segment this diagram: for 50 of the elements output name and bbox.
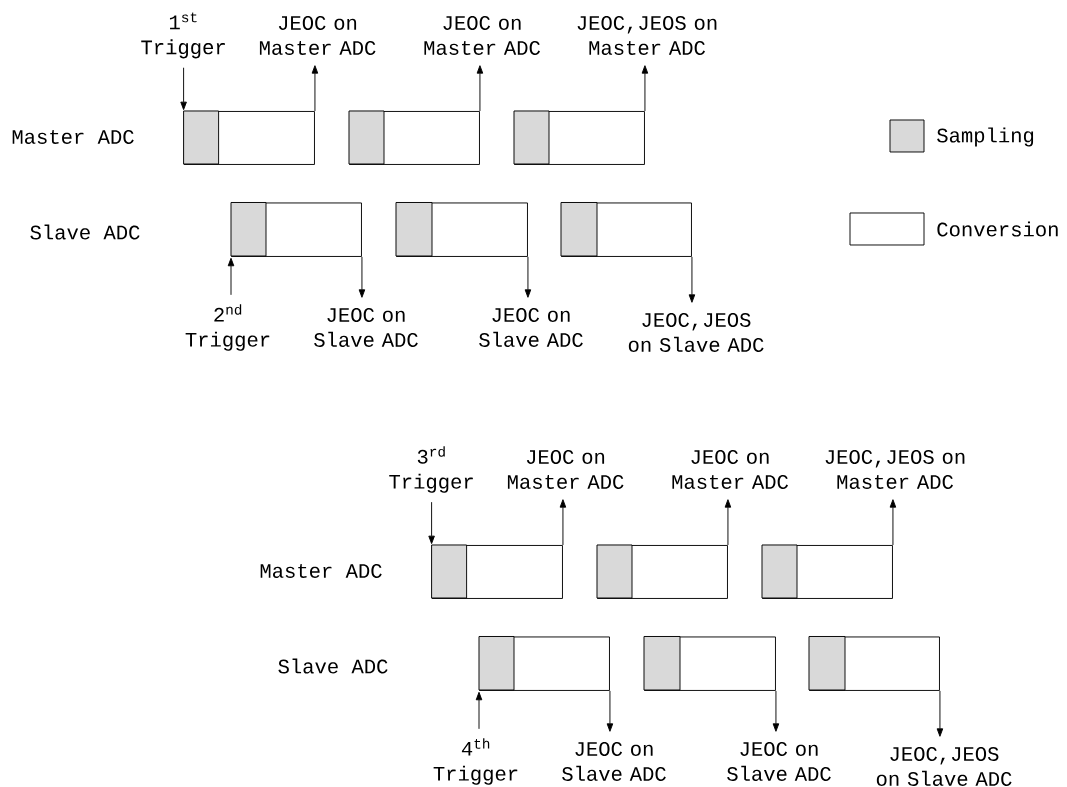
adc-conversion-box [596,544,728,599]
arrow [559,499,567,546]
arrow [428,501,435,545]
adc-conversion-box [761,544,893,599]
adc-conversion-box [183,110,315,165]
event-label: JEOC on Slave ADC [727,742,831,781]
arrow [311,65,319,112]
event-label: JEOC on Slave ADC [562,742,666,781]
event-label: JEOC on Master ADC [507,450,624,489]
event-label: JEOC on Master ADC [424,16,540,55]
event-label: JEOC,JEOS on Master ADC [825,450,965,489]
trigger-label: 1$^{st}$ Trigger [141,12,225,59]
trigger-label: 4$^{th}$ Trigger [433,738,518,785]
adc-conversion-box [643,636,776,691]
adc-conversion-box [478,636,610,691]
event-label: JEOC,JEOS on Slave ADC [876,747,1012,786]
arrow [936,690,944,737]
arrow [688,256,696,303]
event-label: JEOC on Slave ADC [479,308,583,347]
arrow [227,257,235,296]
event-label: JEOC on Master ADC [259,16,376,55]
adc-conversion-box [230,202,362,257]
row-label: Master ADC [260,564,382,578]
arrow [180,67,187,111]
arrow [524,256,532,298]
event-label: JEOC,JEOS on Slave ADC [628,313,764,352]
adc-conversion-box [431,544,563,599]
arrow [772,690,780,732]
arrow [889,499,897,546]
adc-conversion-box [395,202,528,257]
trigger-label: 2$^{nd}$ Trigger [185,304,270,351]
arrow [358,256,366,298]
trigger-label: 3$^{rd}$ Trigger [389,446,473,493]
legend-label: Sampling [937,127,1034,147]
adc-conversion-box [808,636,940,691]
adc-conversion-box [513,110,645,165]
arrow [606,690,614,732]
arrow [475,691,483,730]
adc-conversion-box [560,202,692,257]
row-label: Slave ADC [30,224,140,240]
arrow [641,65,649,112]
arrow [476,65,484,112]
row-label: Master ADC [12,130,134,144]
adc-conversion-box [348,110,480,165]
legend-label: Conversion [937,221,1058,237]
row-label: Slave ADC [278,658,388,674]
event-label: JEOC on Master ADC [672,450,788,489]
event-label: JEOC,JEOS on Master ADC [577,16,717,55]
event-label: JEOC on Slave ADC [314,308,418,347]
arrow [724,499,732,546]
